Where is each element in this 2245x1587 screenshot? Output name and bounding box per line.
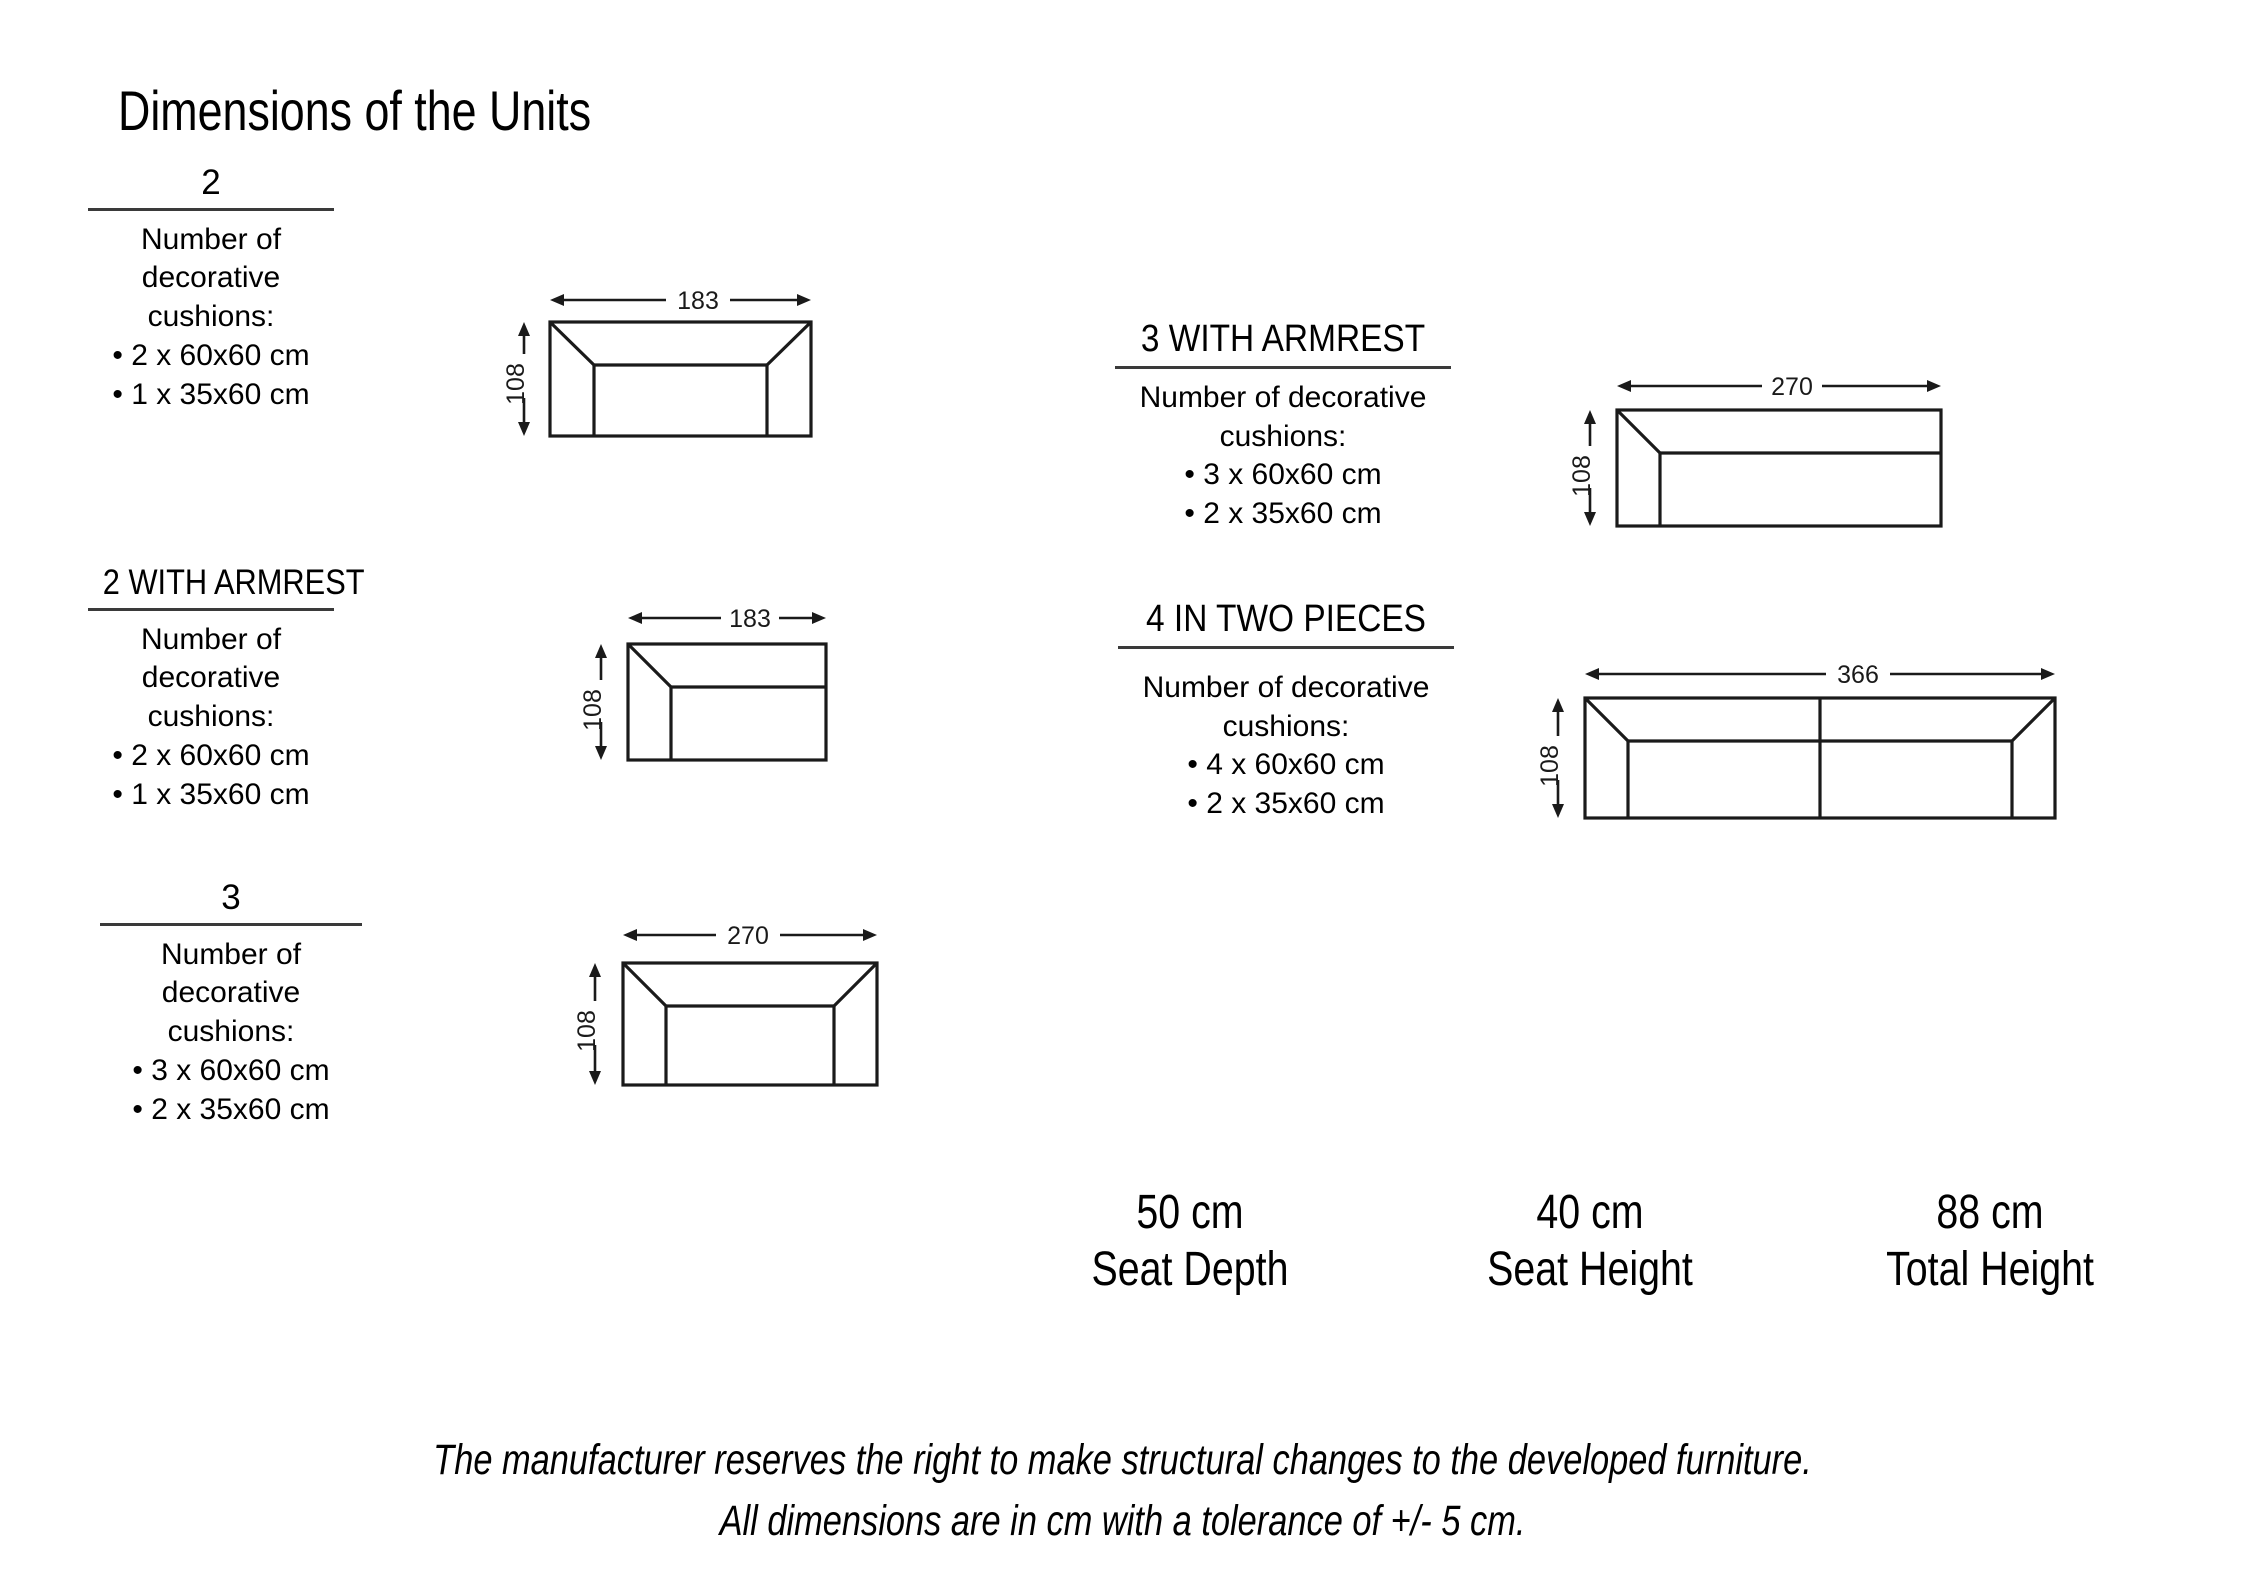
unit-caption: Number of decorative cushions: [160, 937, 302, 1049]
cushion-spec-line: • 2 x 35x60 cm [1187, 786, 1385, 820]
sofa-figure-2-with-armrest: 183 108 [575, 600, 875, 780]
arrowhead-right-icon [797, 294, 811, 306]
unit-heading-rule [88, 207, 334, 211]
seat-spec-value: 88 cm [1936, 1186, 2044, 1239]
seat-spec-height: 40 cm Seat Height [1420, 1185, 1760, 1298]
cushion-spec-line: • 1 x 35x60 cm [112, 777, 310, 811]
seat-spec-label: Seat Depth [1091, 1242, 1289, 1296]
arrowhead-left-icon [1617, 380, 1631, 392]
unit-block-2: 2 Number of decorative cushions: • 2 x 6… [88, 163, 334, 414]
seat-spec-label: Total Height [1886, 1242, 2094, 1296]
unit-caption: Number of decorative cushions: [1139, 380, 1427, 453]
arrowhead-up-icon [1584, 410, 1596, 424]
arrowhead-down-icon [518, 422, 530, 436]
width-dimension-label: 270 [727, 922, 769, 950]
height-dimension-label: 108 [502, 363, 530, 405]
width-dimension-label: 270 [1771, 373, 1813, 401]
height-dimension-label: 108 [1568, 455, 1596, 497]
unit-heading-rule [1115, 365, 1451, 369]
arrowhead-left-icon [628, 612, 642, 624]
cushion-spec-line: • 2 x 60x60 cm [112, 738, 310, 772]
cushion-spec-line: • 2 x 35x60 cm [1184, 496, 1382, 530]
sofa-figure-3: 270 108 [573, 915, 910, 1105]
seat-spec-total-height: 88 cm Total Height [1820, 1185, 2160, 1298]
arrowhead-left-icon [550, 294, 564, 306]
unit-caption: Number of decorative cushions: [1142, 670, 1430, 743]
unit-block-4-in-two-pieces: 4 IN TWO PIECES Number of decorative cus… [1118, 598, 1454, 824]
unit-heading-rule [88, 607, 334, 611]
height-dimension-label: 108 [573, 1010, 601, 1052]
arrowhead-right-icon [1927, 380, 1941, 392]
unit-block-2-with-armrest: 2 WITH ARMREST Number of decorative cush… [88, 563, 365, 814]
unit-heading: 3 WITH ARMREST [1140, 318, 1426, 360]
arrowhead-right-icon [863, 929, 877, 941]
arrowhead-down-icon [595, 746, 607, 760]
page-title: Dimensions of the Units [118, 79, 592, 142]
arrowhead-up-icon [1552, 698, 1564, 712]
disclaimer-line-1: The manufacturer reserves the right to m… [433, 1436, 1812, 1484]
sofa-figure-3-with-armrest: 270 108 [1530, 370, 2000, 560]
height-dimension-label: 108 [1536, 745, 1564, 787]
cushion-spec-line: • 3 x 60x60 cm [132, 1053, 330, 1087]
unit-heading: 4 IN TWO PIECES [1146, 598, 1426, 640]
arrowhead-down-icon [1584, 512, 1596, 526]
cushion-spec-line: • 3 x 60x60 cm [1184, 458, 1382, 492]
cushion-spec-line: • 1 x 35x60 cm [112, 377, 310, 411]
arrowhead-left-icon [1585, 668, 1599, 680]
unit-heading-rule [100, 922, 362, 926]
unit-heading-rule [1118, 645, 1454, 649]
arrowhead-up-icon [589, 963, 601, 977]
unit-heading: 2 WITH ARMREST [102, 563, 365, 602]
cushion-spec-line: • 4 x 60x60 cm [1187, 748, 1385, 782]
seat-spec-label: Seat Height [1487, 1242, 1693, 1296]
seat-spec-depth: 50 cm Seat Depth [1020, 1185, 1360, 1298]
width-dimension-label: 183 [729, 605, 771, 633]
seat-specs-row: 50 cm Seat Depth 40 cm Seat Height 88 cm… [1020, 1185, 2160, 1298]
arrowhead-up-icon [595, 644, 607, 658]
cushion-spec-line: • 2 x 60x60 cm [112, 338, 310, 372]
disclaimer: The manufacturer reserves the right to m… [0, 1430, 2245, 1552]
sofa-outline [548, 320, 813, 438]
unit-block-3-with-armrest: 3 WITH ARMREST Number of decorative cush… [1115, 318, 1451, 534]
sofa-figure-2: 183 108 [502, 282, 848, 442]
arrowhead-left-icon [623, 929, 637, 941]
unit-heading: 2 [201, 163, 221, 202]
height-dimension-label: 108 [579, 689, 607, 731]
arrowhead-right-icon [812, 612, 826, 624]
sofa-outline [1615, 408, 1943, 528]
unit-caption: Number of decorative cushions: [140, 622, 282, 734]
width-dimension-label: 366 [1837, 661, 1879, 689]
sofa-outline [626, 642, 828, 762]
unit-heading: 3 [221, 878, 241, 917]
arrowhead-down-icon [589, 1071, 601, 1085]
sofa-outline [621, 961, 879, 1087]
arrowhead-up-icon [518, 322, 530, 336]
width-dimension-label: 183 [677, 287, 719, 315]
arrowhead-right-icon [2041, 668, 2055, 680]
seat-spec-value: 40 cm [1536, 1186, 1644, 1239]
seat-spec-value: 50 cm [1136, 1186, 1244, 1239]
sofa-figure-4-in-two-pieces: 366 108 [1530, 650, 2110, 840]
cushion-spec-line: • 2 x 35x60 cm [132, 1092, 330, 1126]
arrowhead-down-icon [1552, 804, 1564, 818]
unit-block-3: 3 Number of decorative cushions: • 3 x 6… [100, 878, 362, 1129]
disclaimer-line-2: All dimensions are in cm with a toleranc… [719, 1497, 1526, 1546]
unit-caption: Number of decorative cushions: [140, 222, 282, 334]
